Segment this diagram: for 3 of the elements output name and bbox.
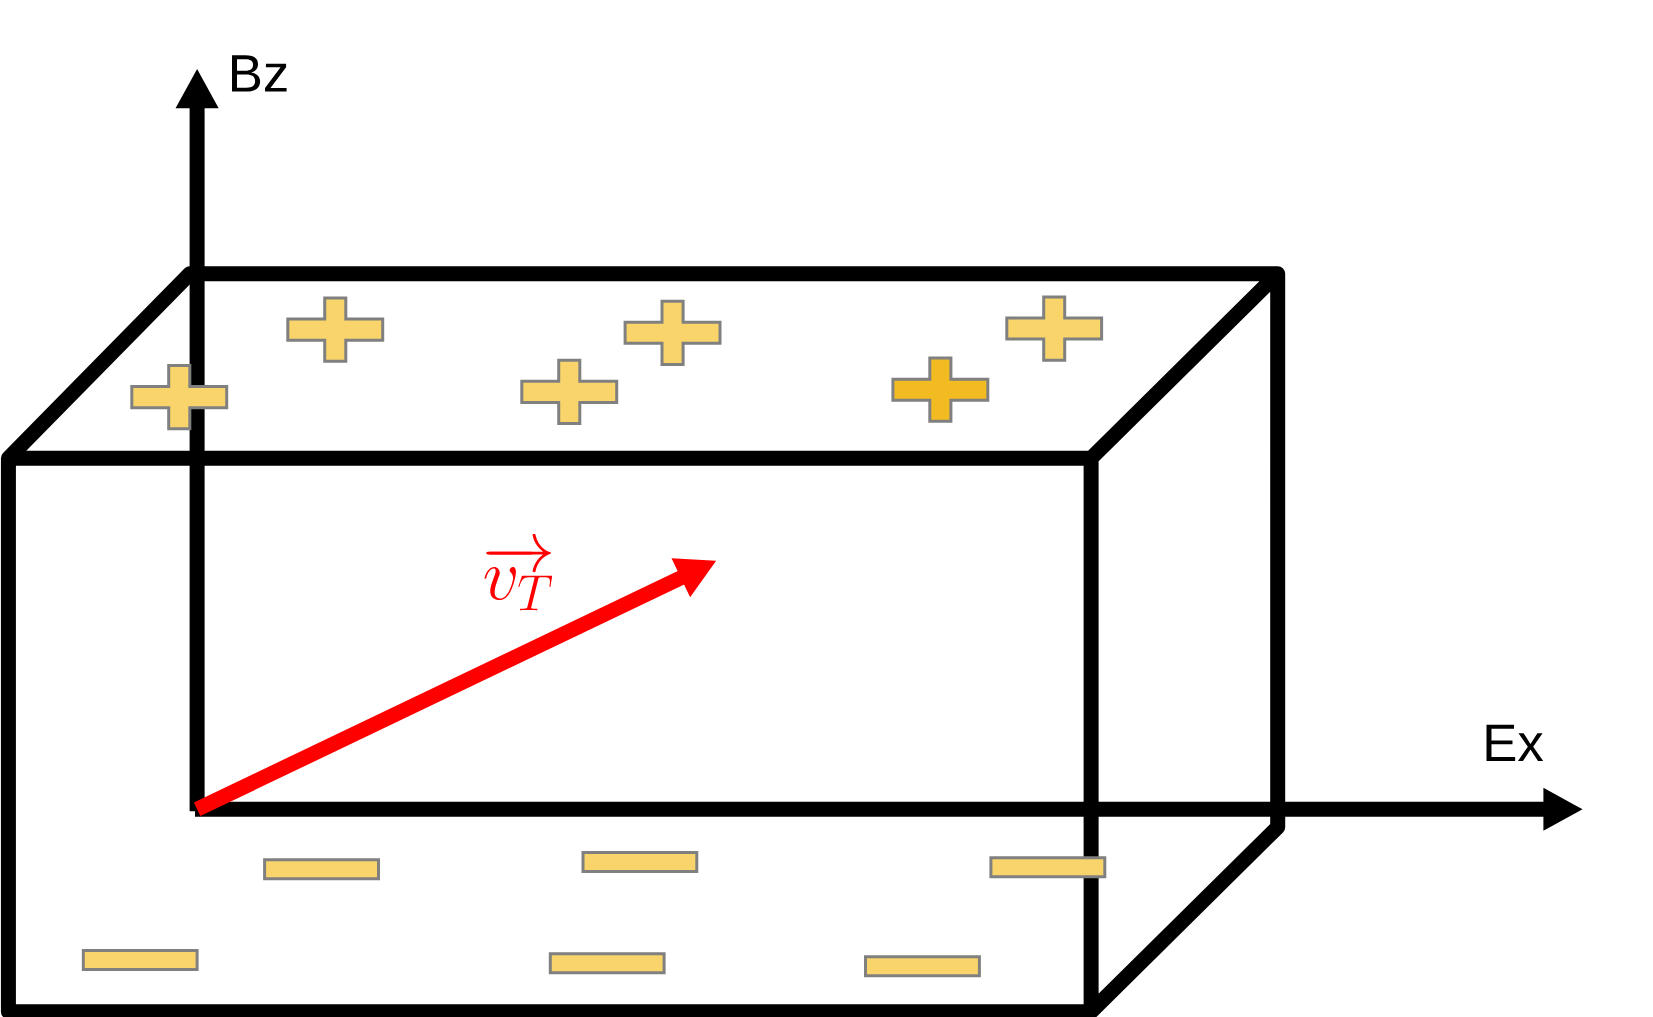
axis-label: Bz xyxy=(232,55,287,92)
vector-label: $\overrightarrow{v_T}$ xyxy=(484,534,553,611)
axis-label: Ex xyxy=(1486,724,1544,761)
